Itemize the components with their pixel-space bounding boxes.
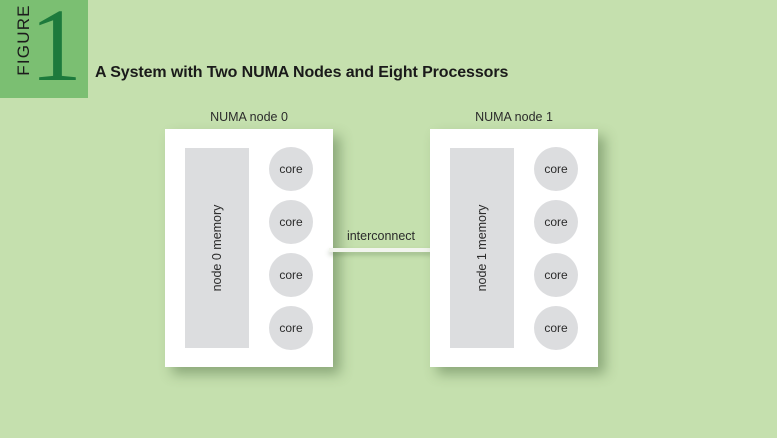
node-1-core-2: core bbox=[534, 253, 578, 297]
interconnect-line bbox=[329, 248, 433, 252]
figure-badge: FIGURE 1 bbox=[0, 0, 88, 98]
node-1-caption: NUMA node 1 bbox=[475, 110, 553, 124]
node-0-memory-label: node 0 memory bbox=[210, 204, 224, 292]
interconnect-label: interconnect bbox=[346, 229, 416, 243]
node-1-core-3: core bbox=[534, 306, 578, 350]
node-1-core-0: core bbox=[534, 147, 578, 191]
numa-node-1-box: node 1 memory core core core core bbox=[430, 129, 598, 367]
figure-number-label: 1 bbox=[30, 0, 82, 98]
node-0-core-1: core bbox=[269, 200, 313, 244]
node-0-core-0: core bbox=[269, 147, 313, 191]
node-1-memory-block: node 1 memory bbox=[450, 148, 514, 348]
node-0-core-2: core bbox=[269, 253, 313, 297]
node-0-core-3: core bbox=[269, 306, 313, 350]
figure-title: A System with Two NUMA Nodes and Eight P… bbox=[95, 64, 509, 81]
node-1-core-1: core bbox=[534, 200, 578, 244]
numa-node-0-box: node 0 memory core core core core bbox=[165, 129, 333, 367]
node-1-memory-label: node 1 memory bbox=[475, 204, 489, 292]
node-0-memory-block: node 0 memory bbox=[185, 148, 249, 348]
node-0-caption: NUMA node 0 bbox=[210, 110, 288, 124]
